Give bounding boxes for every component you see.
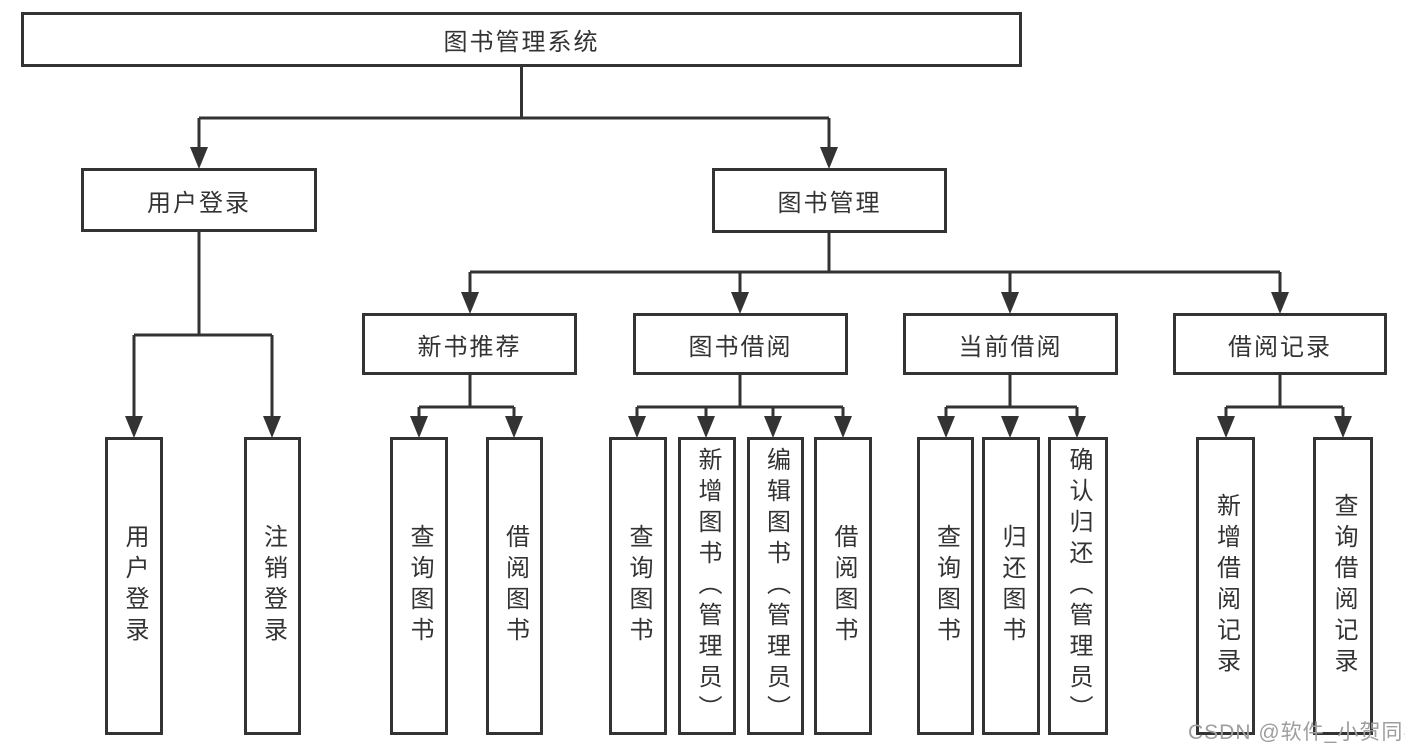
- node-label: 借阅记录: [1228, 333, 1332, 361]
- leaf-edit-books-admin: 编辑图书（管理员）: [747, 437, 804, 735]
- leaf-query-borrow-record: 查询借阅记录: [1313, 437, 1373, 735]
- node-label: 图书管理: [777, 190, 882, 217]
- csdn-watermark: CSDN @软件_小贺同学: [1188, 721, 1405, 744]
- node-label: 新书推荐: [417, 333, 522, 361]
- leaf-user-login: 用户登录: [105, 437, 163, 735]
- node-current-borrow: 当前借阅: [903, 313, 1118, 375]
- node-user-login: 用户登录: [81, 168, 317, 232]
- leaf-label: 新增图书（管理员）: [694, 446, 721, 726]
- leaf-confirm-return-admin: 确认归还（管理员）: [1048, 437, 1108, 735]
- leaf-label: 借阅图书: [501, 524, 529, 648]
- leaf-query-books-recommend: 查询图书: [390, 437, 448, 735]
- leaf-label: 查询图书: [932, 524, 960, 648]
- node-label: 用户登录: [147, 189, 251, 217]
- leaf-query-books-current: 查询图书: [917, 437, 974, 735]
- leaf-add-books-admin: 新增图书（管理员）: [678, 437, 736, 735]
- node-label: 当前借阅: [958, 333, 1063, 361]
- node-label: 图书借阅: [688, 333, 793, 361]
- leaf-label: 注销登录: [259, 524, 287, 648]
- leaf-label: 编辑图书（管理员）: [762, 446, 790, 726]
- node-new-book-recommend: 新书推荐: [362, 313, 577, 375]
- leaf-label: 新增借阅记录: [1212, 493, 1240, 679]
- leaf-label: 归还图书: [998, 524, 1025, 648]
- leaf-label: 借阅图书: [830, 524, 857, 648]
- leaf-return-books: 归还图书: [982, 437, 1040, 735]
- node-book-management: 图书管理: [712, 168, 947, 233]
- leaf-label: 查询借阅记录: [1330, 493, 1357, 679]
- leaf-add-borrow-record: 新增借阅记录: [1196, 437, 1255, 735]
- node-borrow-records: 借阅记录: [1173, 313, 1387, 375]
- node-root-library-system: 图书管理系统: [21, 12, 1022, 67]
- leaf-borrow-books-recommend: 借阅图书: [486, 437, 543, 735]
- leaf-borrow-books: 借阅图书: [814, 437, 872, 735]
- leaf-logout: 注销登录: [244, 437, 301, 735]
- leaf-label: 确认归还（管理员）: [1065, 446, 1092, 726]
- arrowheads: [125, 147, 1352, 438]
- node-book-borrow: 图书借阅: [633, 313, 848, 375]
- leaf-query-books-borrow: 查询图书: [609, 437, 667, 735]
- leaf-label: 用户登录: [121, 524, 148, 648]
- leaf-label: 查询图书: [625, 524, 652, 648]
- node-label: 图书管理系统: [443, 29, 600, 56]
- leaf-label: 查询图书: [406, 524, 433, 648]
